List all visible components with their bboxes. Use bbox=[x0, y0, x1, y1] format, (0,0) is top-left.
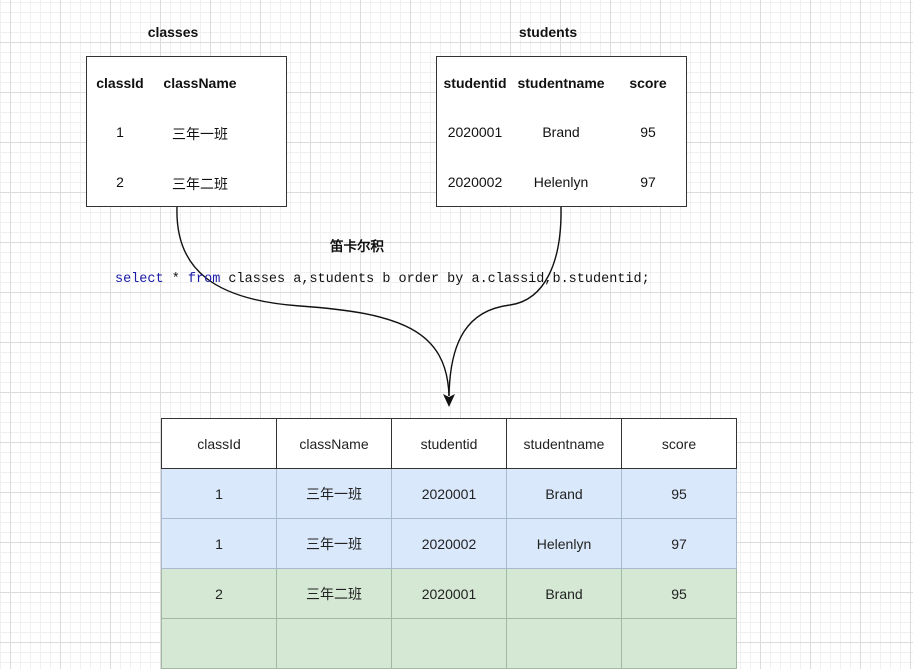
students-cell: 2020001 bbox=[447, 124, 503, 140]
result-cell bbox=[161, 618, 277, 669]
result-cell bbox=[276, 618, 392, 669]
classes-cell: 三年二班 bbox=[172, 176, 228, 192]
classes-connector bbox=[176, 206, 450, 397]
result-header-row: classId className studentid studentname … bbox=[161, 418, 737, 469]
result-header-classname: className bbox=[276, 418, 392, 469]
result-header-score: score bbox=[621, 418, 737, 469]
result-cell: 97 bbox=[621, 518, 737, 569]
table-row: 1 三年一班 2020001 Brand 95 bbox=[161, 468, 737, 519]
sql-keyword-from: from bbox=[187, 272, 221, 287]
students-cell: 95 bbox=[640, 124, 656, 140]
result-cell: 2 bbox=[161, 568, 277, 619]
classes-cell: 2 bbox=[116, 174, 124, 190]
result-cell: 2020001 bbox=[391, 468, 507, 519]
result-cell bbox=[391, 618, 507, 669]
students-table[interactable]: studentid studentname score 2020001 Bran… bbox=[436, 56, 687, 207]
classes-cell: 1 bbox=[116, 124, 124, 140]
sql-keyword-select: select bbox=[115, 272, 164, 287]
table-row: 2 三年二班 2020001 Brand 95 bbox=[161, 568, 737, 619]
students-cell: 97 bbox=[640, 174, 656, 190]
result-cell: 2020002 bbox=[391, 518, 507, 569]
classes-header-classname: className bbox=[163, 75, 237, 91]
result-cell bbox=[506, 618, 622, 669]
result-cell: 1 bbox=[161, 468, 277, 519]
result-cell: 1 bbox=[161, 518, 277, 569]
result-cell: 95 bbox=[621, 468, 737, 519]
table-row bbox=[161, 618, 737, 669]
result-header-classid: classId bbox=[161, 418, 277, 469]
sql-statement: select * from classes a,students b order… bbox=[115, 272, 650, 287]
students-header-studentid: studentid bbox=[443, 75, 507, 91]
arrowhead-icon bbox=[443, 394, 455, 407]
classes-header-classid: classId bbox=[96, 75, 144, 91]
result-table: classId className studentid studentname … bbox=[161, 418, 737, 669]
classes-cell: 三年一班 bbox=[172, 126, 228, 142]
students-cell: 2020002 bbox=[447, 174, 503, 190]
result-header-studentid: studentid bbox=[391, 418, 507, 469]
result-cell: 三年二班 bbox=[276, 568, 392, 619]
result-cell: Brand bbox=[506, 468, 622, 519]
result-header-studentname: studentname bbox=[506, 418, 622, 469]
result-cell bbox=[621, 618, 737, 669]
result-cell: Brand bbox=[506, 568, 622, 619]
result-cell: Helenlyn bbox=[506, 518, 622, 569]
result-cell: 三年一班 bbox=[276, 518, 392, 569]
sql-star: * bbox=[163, 272, 188, 287]
students-cell: Helenlyn bbox=[533, 174, 589, 190]
classes-table[interactable]: classId className 1 三年一班 2 三年二班 bbox=[86, 56, 287, 207]
sql-rest: classes a,students b order by a.classid,… bbox=[220, 272, 650, 287]
cartesian-product-label: 笛卡尔积 bbox=[330, 239, 384, 254]
result-cell: 2020001 bbox=[391, 568, 507, 619]
students-header-studentname: studentname bbox=[517, 75, 605, 91]
table-row: 1 三年一班 2020002 Helenlyn 97 bbox=[161, 518, 737, 569]
classes-table-title: classes bbox=[147, 24, 199, 40]
students-cell: Brand bbox=[542, 124, 580, 140]
result-cell: 三年一班 bbox=[276, 468, 392, 519]
students-connector bbox=[448, 206, 562, 397]
students-header-score: score bbox=[629, 75, 667, 91]
students-table-title: students bbox=[518, 24, 578, 40]
result-cell: 95 bbox=[621, 568, 737, 619]
